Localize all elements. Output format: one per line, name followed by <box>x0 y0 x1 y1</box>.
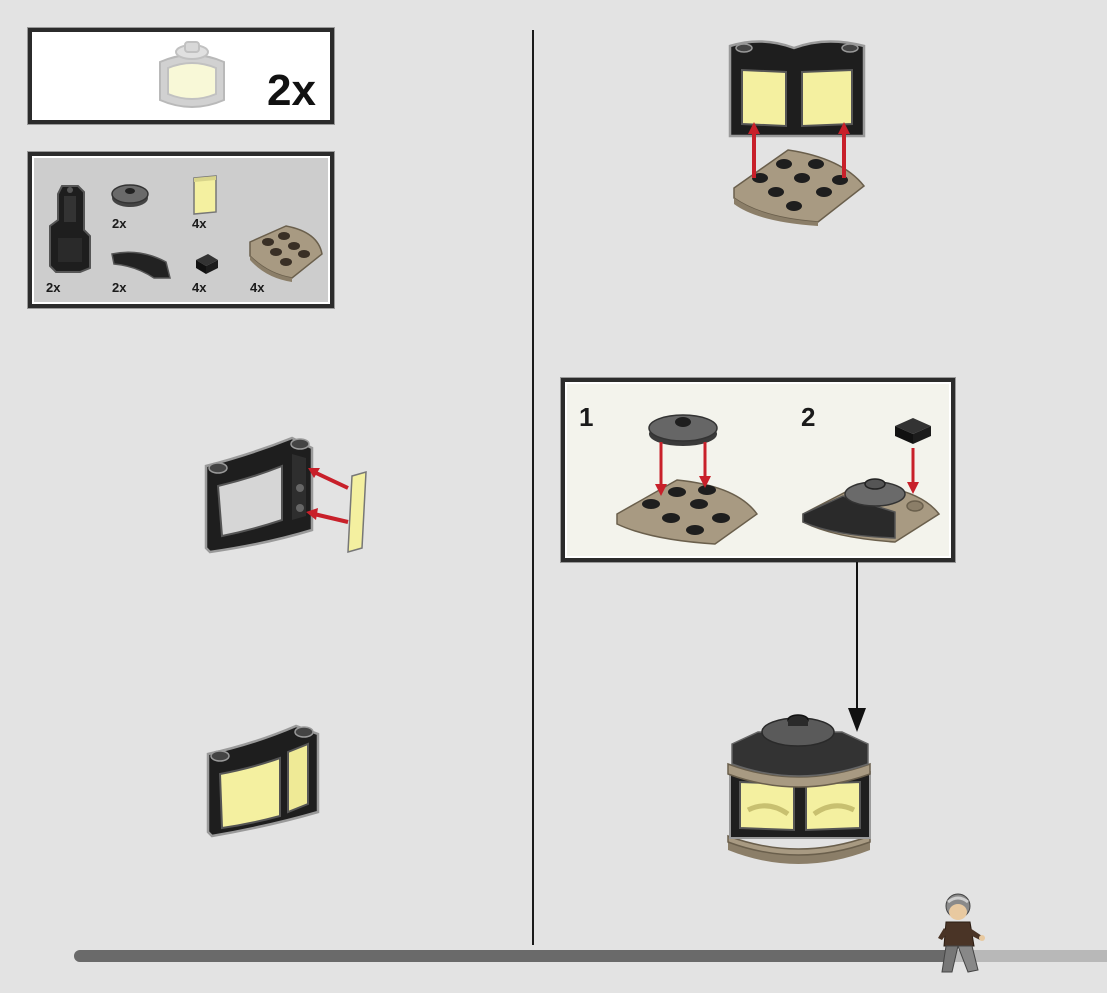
trans-yellow-glass-image <box>190 174 220 216</box>
step-insert-glass-illustration <box>196 432 396 564</box>
submodel-preview-image <box>152 40 232 116</box>
qty-label: 2x <box>112 216 126 231</box>
step-attach-panel-to-plate-illustration <box>722 28 878 224</box>
black-tile-1x1-image <box>194 252 220 276</box>
submodel-count-box: 2x <box>28 28 334 124</box>
glass-panel <box>348 472 366 552</box>
step-panel-assembled-illustration <box>200 720 340 842</box>
sub-assembly-callout: 1 2 <box>561 378 955 562</box>
callout-pointer-arrow <box>848 562 868 734</box>
minifigure-progress-icon <box>936 892 990 976</box>
black-curved-tile-image <box>110 248 174 282</box>
qty-label: 4x <box>192 280 206 295</box>
black-corner-panel-image <box>44 182 94 274</box>
qty-label: 4x <box>250 280 264 295</box>
column-divider <box>532 30 534 945</box>
tan-round-plate-image <box>246 220 326 284</box>
submodel-count-label: 2x <box>267 66 316 116</box>
callout-step-number-1: 1 <box>579 402 593 433</box>
progress-bar-fill <box>74 950 956 962</box>
qty-label: 4x <box>192 216 206 231</box>
callout-step-2-illustration <box>799 418 951 552</box>
callout-step-1-illustration <box>611 400 761 550</box>
dark-gray-round-tile-image <box>110 182 150 210</box>
final-assembly-illustration <box>718 710 882 870</box>
qty-label: 2x <box>112 280 126 295</box>
parts-list-box: 2x 2x 2x 4x 4x 4x <box>28 152 334 308</box>
qty-label: 2x <box>46 280 60 295</box>
